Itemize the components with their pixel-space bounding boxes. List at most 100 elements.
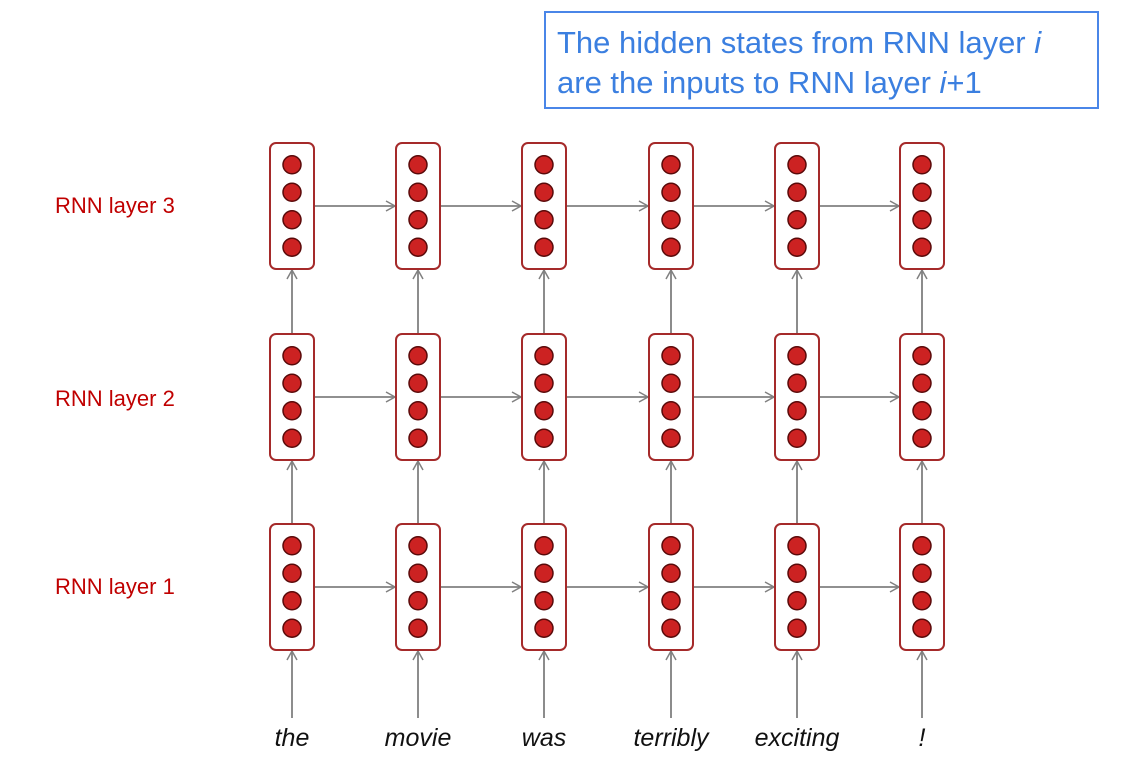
hidden-state-layer2-t2 [395,333,441,461]
hidden-state-layer2-t4 [648,333,694,461]
neuron-unit [408,428,428,448]
neuron-unit [787,591,807,611]
cell-box [774,333,820,461]
input-word: exciting [754,724,840,752]
hidden-state-layer2-t1 [269,333,315,461]
neuron-unit [408,155,428,175]
neuron-unit [787,155,807,175]
callout-line-1: The hidden states from RNN layer i [557,25,1042,60]
neuron-unit [787,536,807,556]
neuron-unit [912,536,932,556]
hidden-state-layer1-t5 [774,523,820,651]
cell-box [521,523,567,651]
neuron-unit [912,210,932,230]
neuron-unit [534,210,554,230]
hidden-state-layer2-t5 [774,333,820,461]
hidden-state-layer1-t2 [395,523,441,651]
hidden-state-layer2-t6 [899,333,945,461]
neuron-unit [787,373,807,393]
neuron-unit [408,401,428,421]
cell-box [269,142,315,270]
neuron-unit [534,182,554,202]
cell-box [899,333,945,461]
cell-box [395,142,441,270]
neuron-unit [282,346,302,366]
cell-box [648,523,694,651]
hidden-state-layer3-t3 [521,142,567,270]
neuron-unit [282,373,302,393]
neuron-unit [787,182,807,202]
cell-box [269,523,315,651]
neuron-unit [661,618,681,638]
neuron-unit [661,591,681,611]
neuron-unit [787,401,807,421]
cells-group [269,142,945,651]
cell-box [774,142,820,270]
neuron-unit [534,373,554,393]
input-word: was [521,724,567,752]
hidden-state-layer3-t5 [774,142,820,270]
cell-box [395,523,441,651]
neuron-unit [282,237,302,257]
neuron-unit [912,182,932,202]
neuron-unit [408,210,428,230]
layer-label-3: RNN layer 3 [55,193,175,218]
neuron-unit [661,155,681,175]
neuron-unit [534,618,554,638]
cell-box [648,142,694,270]
hidden-state-layer1-t1 [269,523,315,651]
cell-box [899,142,945,270]
neuron-unit [661,346,681,366]
neuron-unit [661,536,681,556]
neuron-unit [661,182,681,202]
layer-label-1: RNN layer 1 [55,574,175,599]
neuron-unit [282,401,302,421]
neuron-unit [282,428,302,448]
neuron-unit [912,373,932,393]
neuron-unit [282,563,302,583]
neuron-unit [912,428,932,448]
neuron-unit [912,155,932,175]
hidden-state-layer1-t3 [521,523,567,651]
cell-box [774,523,820,651]
neuron-unit [912,591,932,611]
layer-label-2: RNN layer 2 [55,386,175,411]
neuron-unit [661,237,681,257]
hidden-state-layer3-t6 [899,142,945,270]
arrows-group [286,200,928,718]
neuron-unit [787,346,807,366]
neuron-unit [282,536,302,556]
neuron-unit [912,237,932,257]
neuron-unit [534,237,554,257]
neuron-unit [408,373,428,393]
neuron-unit [912,346,932,366]
neuron-unit [534,591,554,611]
cell-box [899,523,945,651]
neuron-unit [661,210,681,230]
neuron-unit [408,237,428,257]
neuron-unit [282,618,302,638]
hidden-state-layer1-t6 [899,523,945,651]
input-word: the [274,724,310,752]
neuron-unit [787,563,807,583]
neuron-unit [534,428,554,448]
hidden-state-layer3-t4 [648,142,694,270]
neuron-unit [408,563,428,583]
neuron-unit [282,210,302,230]
cell-box [648,333,694,461]
input-word: ! [918,724,926,752]
neuron-unit [661,401,681,421]
neuron-unit [282,591,302,611]
hidden-state-layer3-t1 [269,142,315,270]
neuron-unit [534,563,554,583]
neuron-unit [408,346,428,366]
neuron-unit [787,210,807,230]
input-word: terribly [633,724,709,752]
neuron-unit [534,155,554,175]
cell-box [521,333,567,461]
neuron-unit [787,618,807,638]
cell-box [395,333,441,461]
neuron-unit [787,237,807,257]
neuron-unit [534,536,554,556]
